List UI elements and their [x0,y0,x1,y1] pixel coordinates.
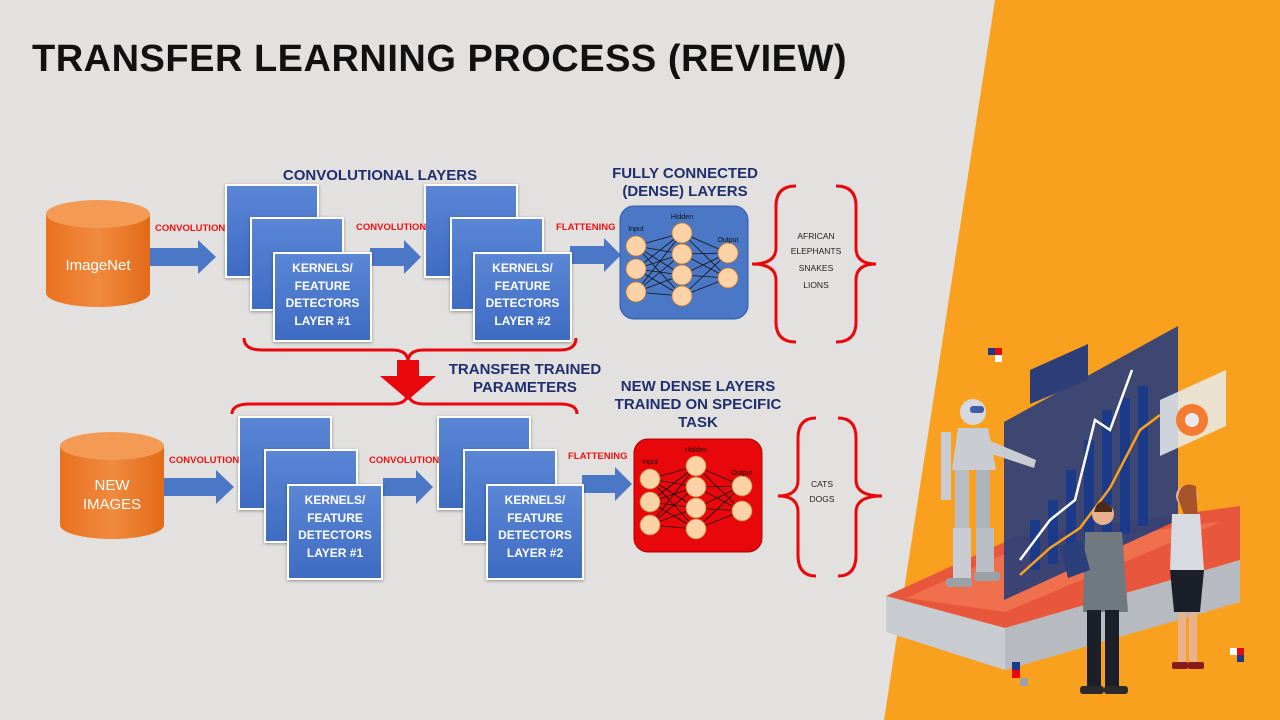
arrow-convolution-2 [370,240,421,274]
network-node [685,455,707,477]
network-node [671,243,693,265]
top-arrows [150,238,621,274]
top-output-classes: AFRICAN ELEPHANTS SNAKES LIONS [790,231,842,290]
network-node [625,235,647,257]
arrow-convolution-1 [150,240,216,274]
bottom-step-convolution-1: CONVOLUTION [169,455,240,466]
network-node [639,514,661,536]
bottom-kernel1-front [287,484,383,580]
network-layer-label: Output [731,470,752,477]
arrow-convolution-3 [164,470,234,504]
network-node [685,518,707,540]
network-node [625,281,647,303]
network-node [639,491,661,513]
network-layer-label: Input [642,459,658,466]
top-step-flattening: FLATTENING [556,222,616,233]
transfer-brace-bottom [230,391,579,415]
transfer-down-arrow [380,360,436,400]
top-kernel2-front [473,252,572,342]
imagenet-database-icon [46,200,150,307]
header-convolutional-layers: CONVOLUTIONAL LAYERS [282,167,478,184]
network-layer-label: Hidden [671,214,693,221]
arrow-flattening-2 [582,467,632,501]
top-kernel1-front [273,252,372,342]
network-node [717,242,739,264]
bottom-arrows [164,467,632,504]
bottom-kernel2-front [486,484,584,580]
arrow-convolution-4 [383,470,433,504]
network-node [671,285,693,307]
network-layer-label: Input [628,226,644,233]
bottom-step-convolution-2: CONVOLUTION [369,455,440,466]
top-output-braces [751,184,877,344]
network-layer-label: Output [717,237,738,244]
network-node [685,476,707,498]
arrow-flattening [570,238,621,272]
top-step-convolution-1: CONVOLUTION [155,223,226,234]
network-node [639,468,661,490]
network-layer-label: Hidden [685,447,707,454]
top-step-convolution-2: CONVOLUTION [356,222,427,233]
bottom-step-flattening: FLATTENING [568,451,628,462]
network-node [731,500,753,522]
ai-analytics-illustration [886,326,1244,694]
header-fully-connected: FULLY CONNECTED(DENSE) LAYERS [612,165,758,200]
slide-title: TRANSFER LEARNING PROCESS (REVIEW) [32,38,848,80]
imagenet-label: ImageNet [65,257,131,274]
bottom-output-braces [777,416,883,578]
network-node [671,222,693,244]
network-node [671,264,693,286]
new-images-database-icon [60,432,164,539]
network-node [731,475,753,497]
bottom-output-classes: CATS DOGS [809,479,835,504]
network-node [685,497,707,519]
network-node [717,267,739,289]
network-node [625,258,647,280]
